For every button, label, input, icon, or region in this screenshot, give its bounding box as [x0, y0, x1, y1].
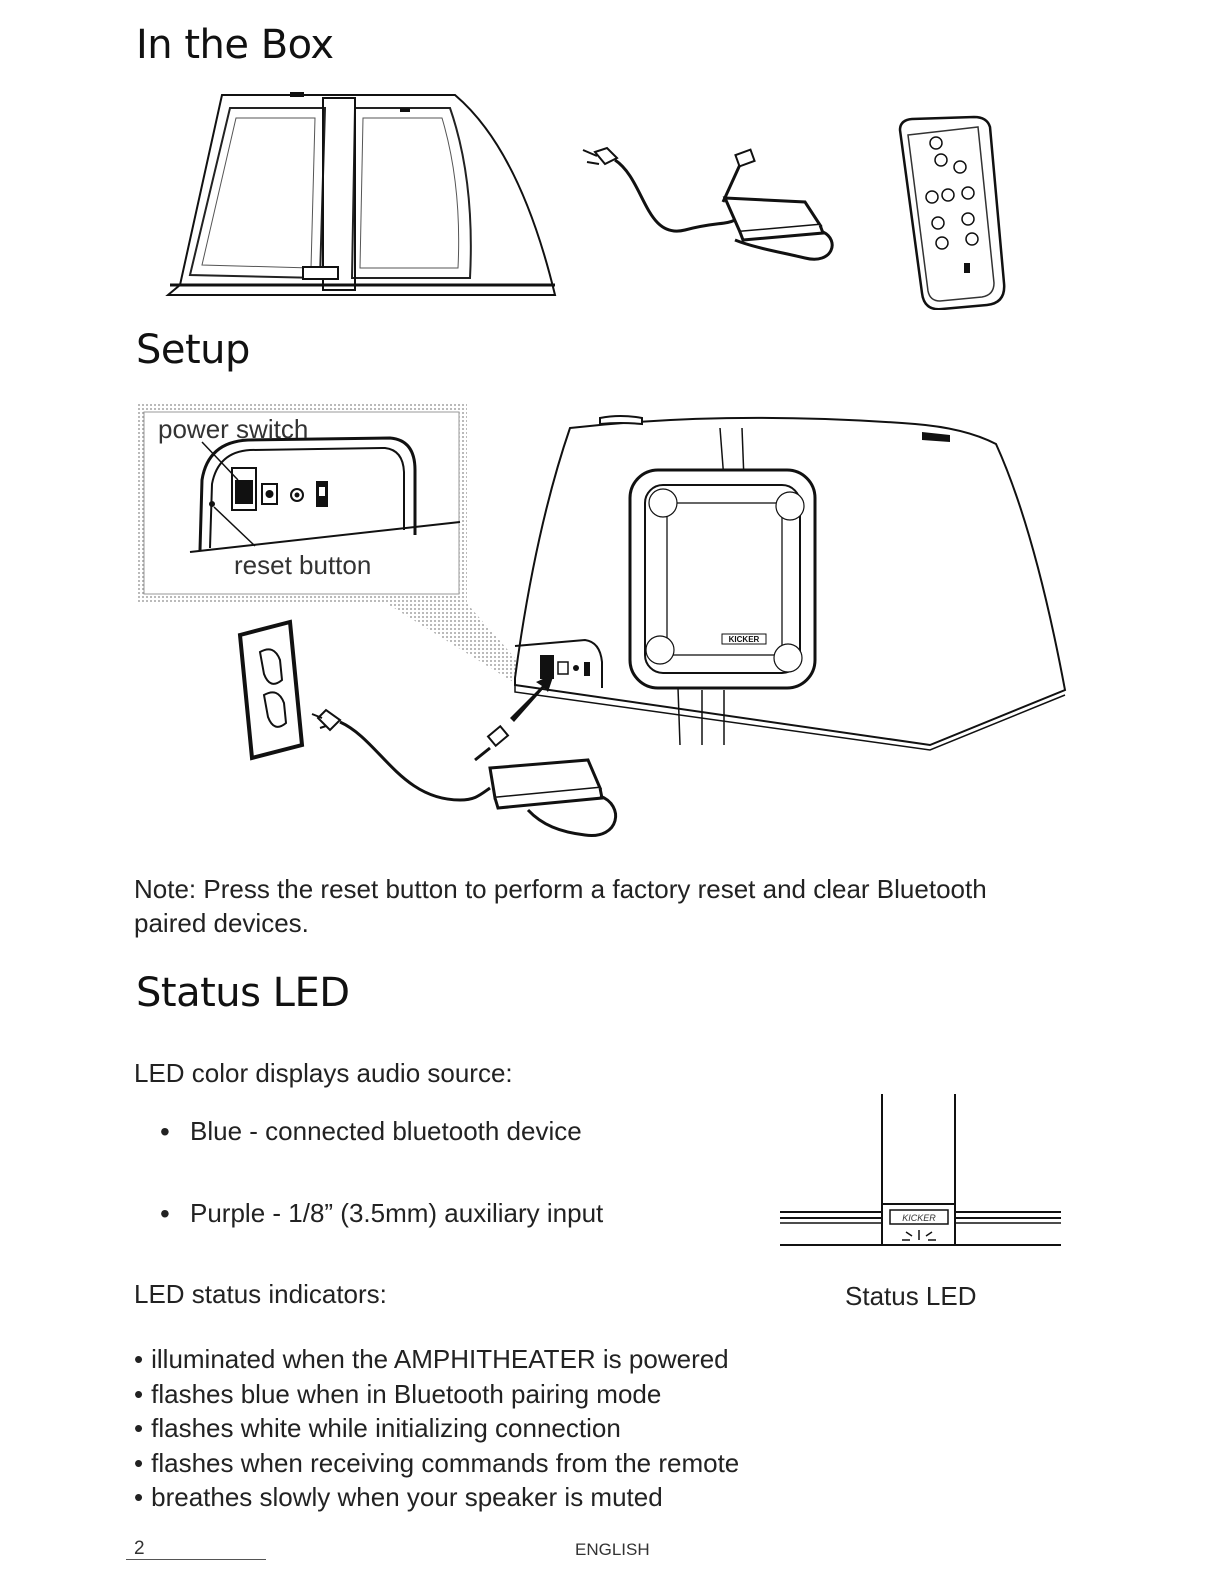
plug-in-arrow-icon [510, 674, 554, 722]
list-item: Purple - 1/8” (3.5mm) auxiliary input [160, 1198, 603, 1230]
setup-power-adapter-illustration [311, 708, 618, 837]
footer-language: ENGLISH [575, 1540, 650, 1559]
list-item: breathes slowly when your speaker is mut… [134, 1480, 739, 1515]
status-led-caption: Status LED [845, 1281, 977, 1311]
setup-illustration: power switch reset button KICKER [136, 404, 1067, 837]
list-item: flashes when receiving commands from the… [134, 1446, 739, 1481]
list-item: illuminated when the AMPHITHEATER is pow… [134, 1342, 739, 1377]
wall-outlet-illustration [237, 619, 305, 761]
reset-note: Note: Press the reset button to perform … [134, 874, 987, 938]
reset-button-label: reset button [234, 550, 371, 580]
footer-divider [126, 1559, 266, 1560]
led-glow-icon [902, 1230, 936, 1241]
led-color-intro: LED color displays audio source: [134, 1058, 513, 1088]
page-number: 2 [134, 1538, 145, 1559]
speaker-brand-label: KICKER [729, 635, 760, 644]
power-switch-label: power switch [158, 414, 308, 444]
speaker-front-illustration [165, 92, 557, 296]
list-item: Blue - connected bluetooth device [160, 1116, 582, 1148]
led-indicators-intro: LED status indicators: [134, 1279, 387, 1309]
led-indicator-list: illuminated when the AMPHITHEATER is pow… [134, 1342, 739, 1515]
status-led-illustration: KICKER [780, 1094, 1061, 1246]
in-the-box-heading: In the Box [136, 22, 334, 68]
status-led-heading: Status LED [136, 970, 350, 1016]
led-brand-label: KICKER [902, 1213, 936, 1223]
setup-heading: Setup [136, 327, 250, 373]
power-adapter-illustration [582, 146, 834, 261]
remote-control-illustration [898, 115, 1006, 310]
power-switch-callout: power switch reset button [158, 414, 461, 580]
list-item: flashes blue when in Bluetooth pairing m… [134, 1377, 739, 1412]
list-item: flashes white while initializing connect… [134, 1411, 739, 1446]
speaker-rear-illustration: KICKER [514, 415, 1067, 751]
